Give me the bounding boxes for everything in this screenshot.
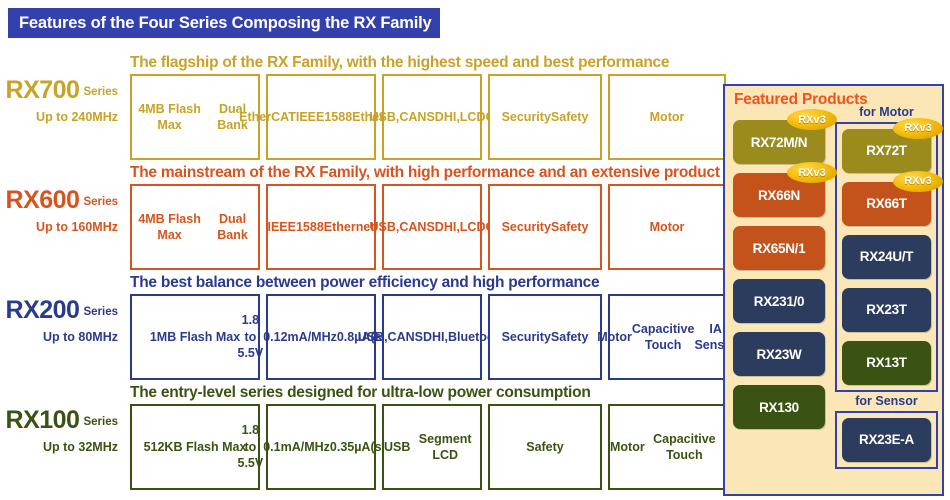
series-row-rx700: The flagship of the RX Family, with the … [0,52,726,162]
for-sensor-label: for Sensor [855,393,918,408]
product-chip-wrapper: RX130 [733,385,825,429]
product-chip-wrapper: RX24U/T [842,234,931,279]
product-chip-rx24u-t[interactable]: RX24U/T [842,234,931,279]
feature-cell: 512KB Flash Max [130,404,260,490]
series-speed: Up to 80MHz [43,330,118,344]
series-tagline: The best balance between power efficienc… [130,274,600,291]
rxv3-badge: RXv3 [893,117,943,139]
page-title: Features of the Four Series Composing th… [19,13,432,32]
product-chip-rx23w[interactable]: RX23W [733,332,825,376]
product-chip-rx65n-1[interactable]: RX65N/1 [733,226,825,270]
series-suffix: Series [83,306,118,318]
product-chip-rx130[interactable]: RX130 [733,385,825,429]
series-suffix: Series [83,196,118,208]
product-chip-rx23e-a[interactable]: RX23E-A [842,417,931,462]
series-speed: Up to 160MHz [36,220,118,234]
rxv3-badge: RXv3 [893,170,943,192]
product-chip-rx13t[interactable]: RX13T [842,340,931,385]
series-suffix: Series [83,416,118,428]
rxv3-badge: RXv3 [787,109,837,130]
series-tagline: The mainstream of the RX Family, with hi… [130,164,768,181]
product-chip-wrapper: RX231/0 [733,279,825,323]
product-chip-rx231-0[interactable]: RX231/0 [733,279,825,323]
series-row-rx600: The mainstream of the RX Family, with hi… [0,162,768,272]
for-sensor-group: RX23E-A [835,410,938,469]
series-speed: Up to 240MHz [36,110,118,124]
for-motor-label: for Motor [859,105,914,119]
product-chip-wrapper: RX23T [842,287,931,332]
feature-cell: Motor [608,74,726,160]
featured-products-title: Featured Products [734,91,868,108]
series-tagline: The entry-level series designed for ultr… [130,384,591,401]
feature-cell: Safety [488,404,602,490]
title-banner: Features of the Four Series Composing th… [8,8,440,38]
product-chip-rx23t[interactable]: RX23T [842,287,931,332]
series-suffix: Series [83,86,118,98]
product-chip-wrapper: RX65N/1 [733,226,825,270]
series-tagline: The flagship of the RX Family, with the … [130,54,670,71]
product-chip-wrapper: RX23W [733,332,825,376]
product-chip-wrapper: RX23E-A [842,417,931,462]
series-name: RX100 [5,406,80,434]
series-name: RX600 [5,186,80,214]
series-row-rx100: The entry-level series designed for ultr… [0,382,726,496]
series-name: RX200 [5,296,80,324]
feature-cell: Motor [608,184,726,270]
series-speed: Up to 32MHz [43,440,118,454]
series-grid: The flagship of the RX Family, with the … [0,48,768,500]
product-chip-wrapper: RX13T [842,340,931,385]
series-row-rx200: The best balance between power efficienc… [0,272,737,382]
series-name: RX700 [5,76,80,104]
feature-cell: 1MB Flash Max [130,294,260,380]
rxv3-badge: RXv3 [787,162,837,183]
